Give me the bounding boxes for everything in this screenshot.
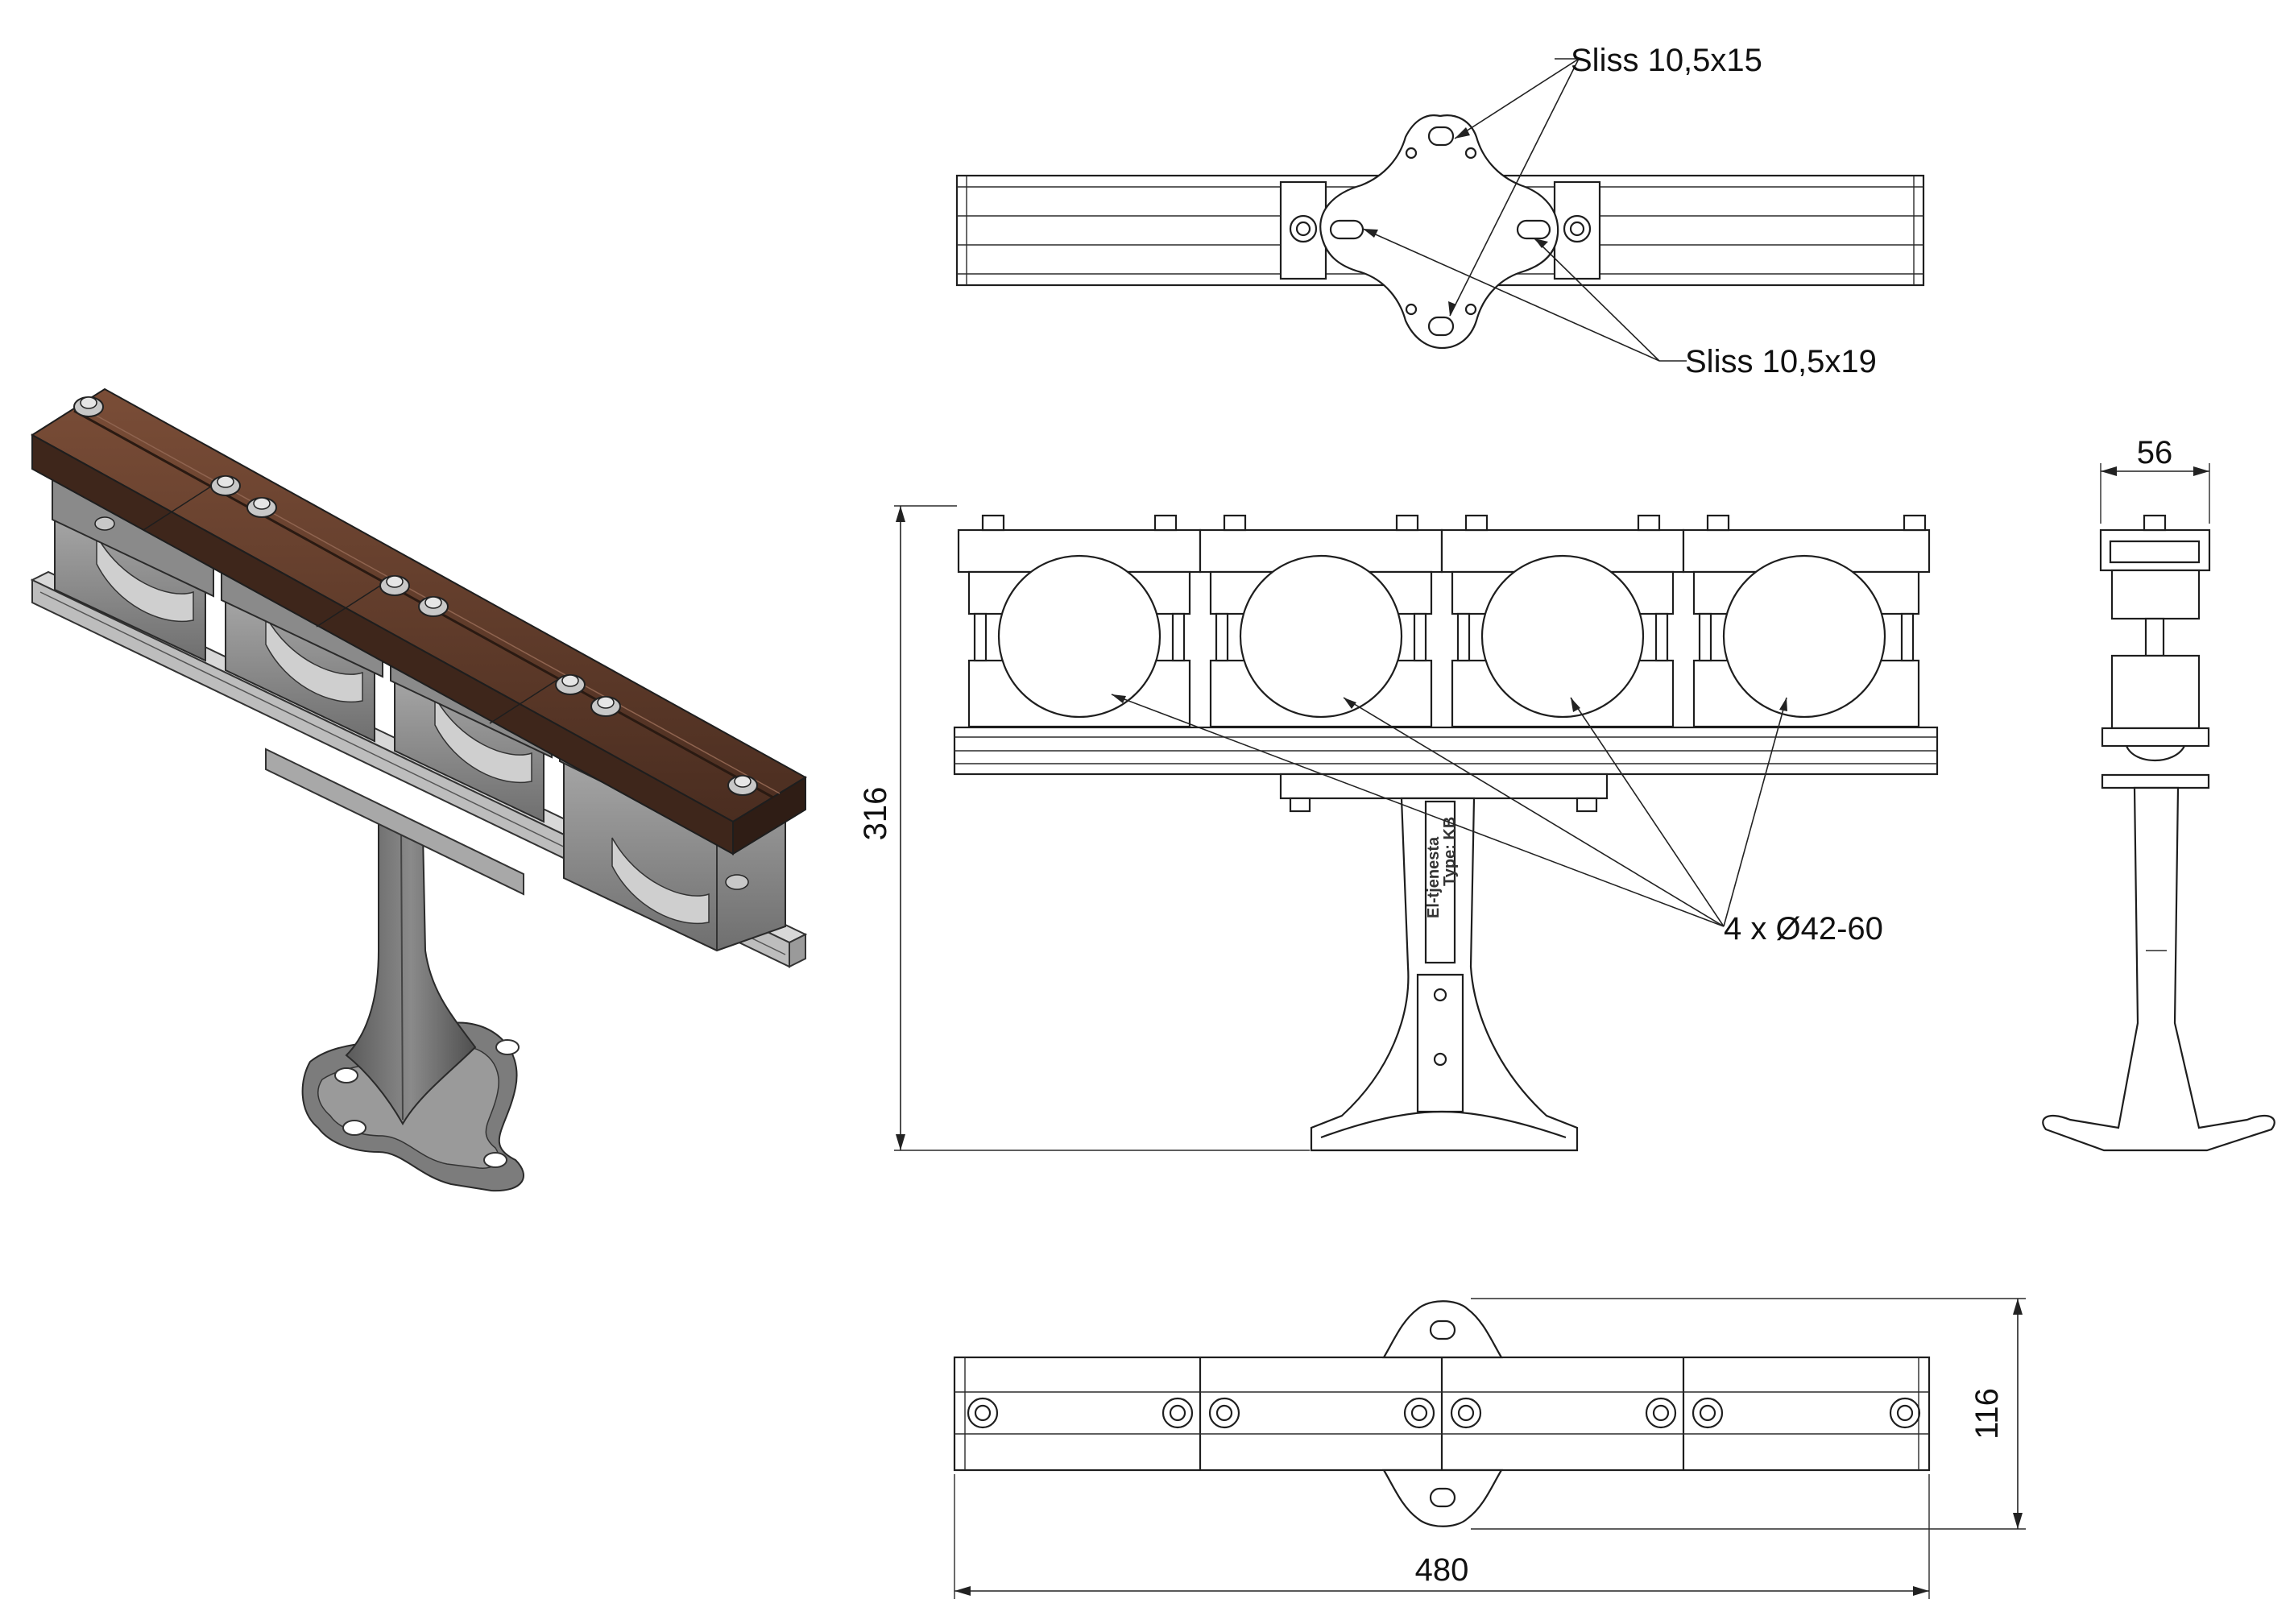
iso-lower-clamps [54, 514, 786, 952]
iso-bolt [590, 696, 621, 717]
dim-height-label: 316 [858, 787, 893, 841]
front-clamp-3 [1440, 514, 1685, 728]
dim-width-label: 56 [2137, 435, 2173, 470]
dim-depth-label: 116 [1969, 1388, 2005, 1440]
top-view-base-plate [1319, 114, 1559, 350]
iso-bolt [379, 575, 410, 596]
slot-label-side: Sliss 10,5x19 [1685, 344, 1877, 379]
iso-bolt [555, 674, 586, 695]
front-clamp-1 [957, 514, 1202, 728]
iso-bolt [210, 475, 241, 496]
bottom-bolts [967, 1397, 1921, 1429]
bottom-view: 116 480 [953, 1298, 2026, 1599]
iso-stand [301, 820, 524, 1192]
front-clamps [957, 514, 1931, 728]
iso-nut [725, 874, 749, 890]
front-clamp-4 [1682, 514, 1931, 728]
iso-bolts [73, 396, 758, 890]
front-clamp-2 [1199, 514, 1443, 728]
iso-nut [94, 516, 115, 531]
iso-bolt [73, 396, 104, 417]
iso-bolt [418, 596, 449, 617]
iso-bolt [727, 775, 758, 796]
engraving-brand: El-tjenesta [1425, 836, 1443, 918]
iso-bolt [246, 497, 277, 518]
slot-label-top: Sliss 10,5x15 [1571, 43, 1762, 78]
side-view: 56 [2042, 435, 2275, 1152]
dim-length-label: 480 [1415, 1552, 1469, 1588]
side-view-stand [2042, 786, 2275, 1152]
engraving-type: Type: KB [1441, 817, 1459, 886]
front-view: El-tjenesta Type: KB 4 x Ø42-60 316 [858, 505, 1939, 1152]
top-view: Sliss 10,5x15 Sliss 10,5x19 [955, 43, 1925, 379]
iso-view [30, 387, 808, 1192]
holes-label: 4 x Ø42-60 [1724, 911, 1883, 947]
